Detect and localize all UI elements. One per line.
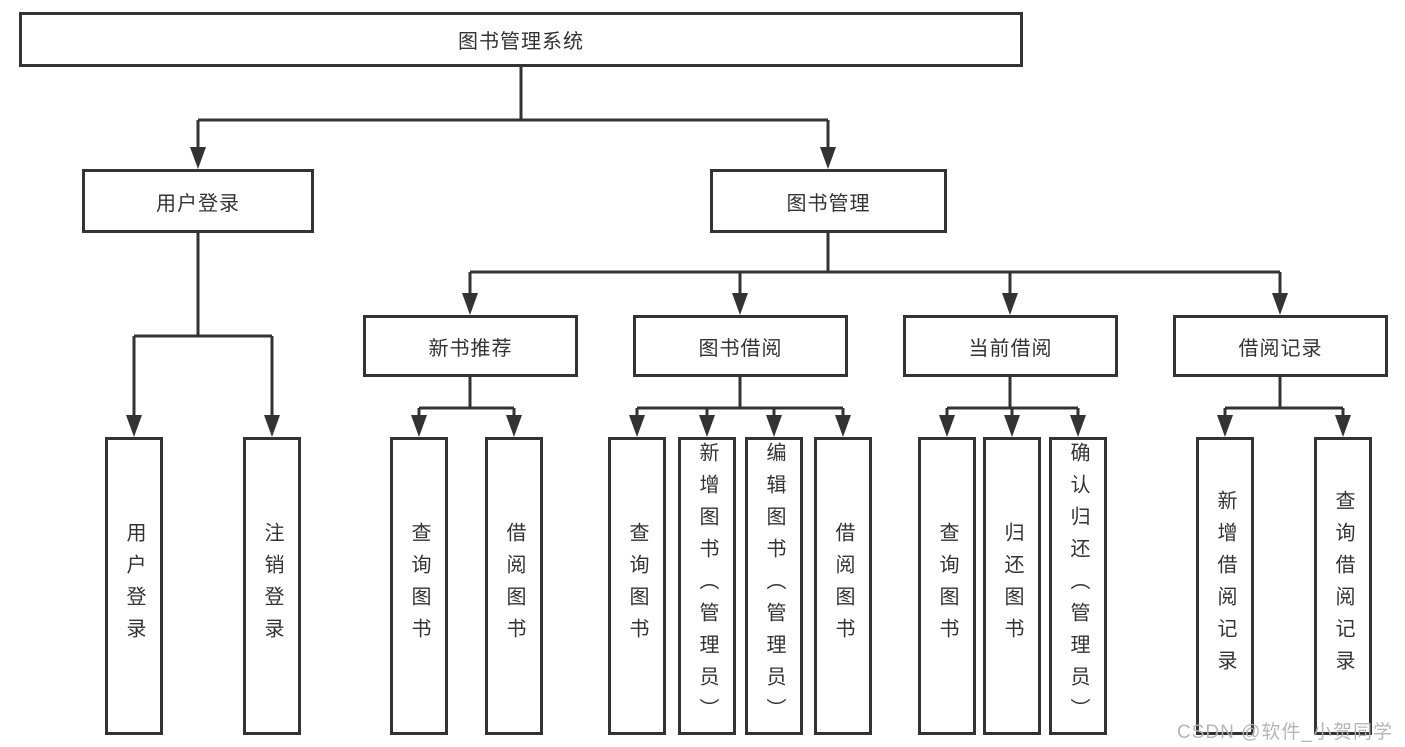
node-label: 借阅图书: [832, 522, 854, 650]
node-label: 查询借阅记录: [1332, 490, 1354, 682]
node-label: 借阅记录: [1238, 337, 1323, 360]
node-user-login: 用户登录: [82, 169, 314, 233]
node-root-library-system: 图书管理系统: [19, 12, 1023, 67]
node-label: 用户登录: [123, 522, 145, 650]
node-label: 借阅图书: [503, 522, 525, 650]
node-label: 注销登录: [261, 522, 283, 650]
node-label: 新增借阅记录: [1214, 490, 1236, 682]
node-label: 新增图书（管理员）: [696, 442, 718, 730]
leaf-borrow-books-recommend: 借阅图书: [485, 437, 543, 735]
node-new-book-recommend: 新书推荐: [363, 315, 578, 377]
node-label: 查询图书: [408, 522, 430, 650]
node-label: 用户登录: [156, 192, 240, 215]
csdn-watermark: CSDN @软件_小贺同学: [1177, 722, 1393, 743]
leaf-query-books-borrow: 查询图书: [608, 437, 666, 735]
node-label: 图书管理: [786, 192, 871, 215]
leaf-query-books-recommend: 查询图书: [390, 437, 448, 735]
leaf-add-borrow-record: 新增借阅记录: [1196, 437, 1254, 735]
node-current-borrow: 当前借阅: [903, 315, 1118, 377]
node-label: 确认归还（管理员）: [1067, 442, 1089, 730]
node-label: 编辑图书（管理员）: [763, 442, 785, 730]
leaf-return-books: 归还图书: [983, 437, 1041, 735]
leaf-logout: 注销登录: [243, 437, 301, 735]
node-label: 查询图书: [626, 522, 648, 650]
node-label: 当前借阅: [968, 337, 1053, 360]
leaf-user-login: 用户登录: [105, 437, 163, 735]
leaf-edit-books-admin: 编辑图书（管理员）: [745, 437, 803, 735]
node-label: 图书借阅: [698, 337, 783, 360]
leaf-borrow-books: 借阅图书: [814, 437, 872, 735]
leaf-add-books-admin: 新增图书（管理员）: [678, 437, 736, 735]
node-label: 归还图书: [1001, 522, 1023, 650]
node-book-management: 图书管理: [710, 169, 947, 233]
node-book-borrow: 图书借阅: [633, 315, 848, 377]
node-label: 图书管理系统: [458, 31, 584, 53]
leaf-query-books-current: 查询图书: [918, 437, 976, 735]
node-label: 查询图书: [936, 522, 958, 650]
node-borrow-record: 借阅记录: [1173, 315, 1388, 377]
node-label: 新书推荐: [428, 337, 513, 360]
leaf-query-borrow-record: 查询借阅记录: [1314, 437, 1372, 735]
leaf-confirm-return-admin: 确认归还（管理员）: [1049, 437, 1107, 735]
